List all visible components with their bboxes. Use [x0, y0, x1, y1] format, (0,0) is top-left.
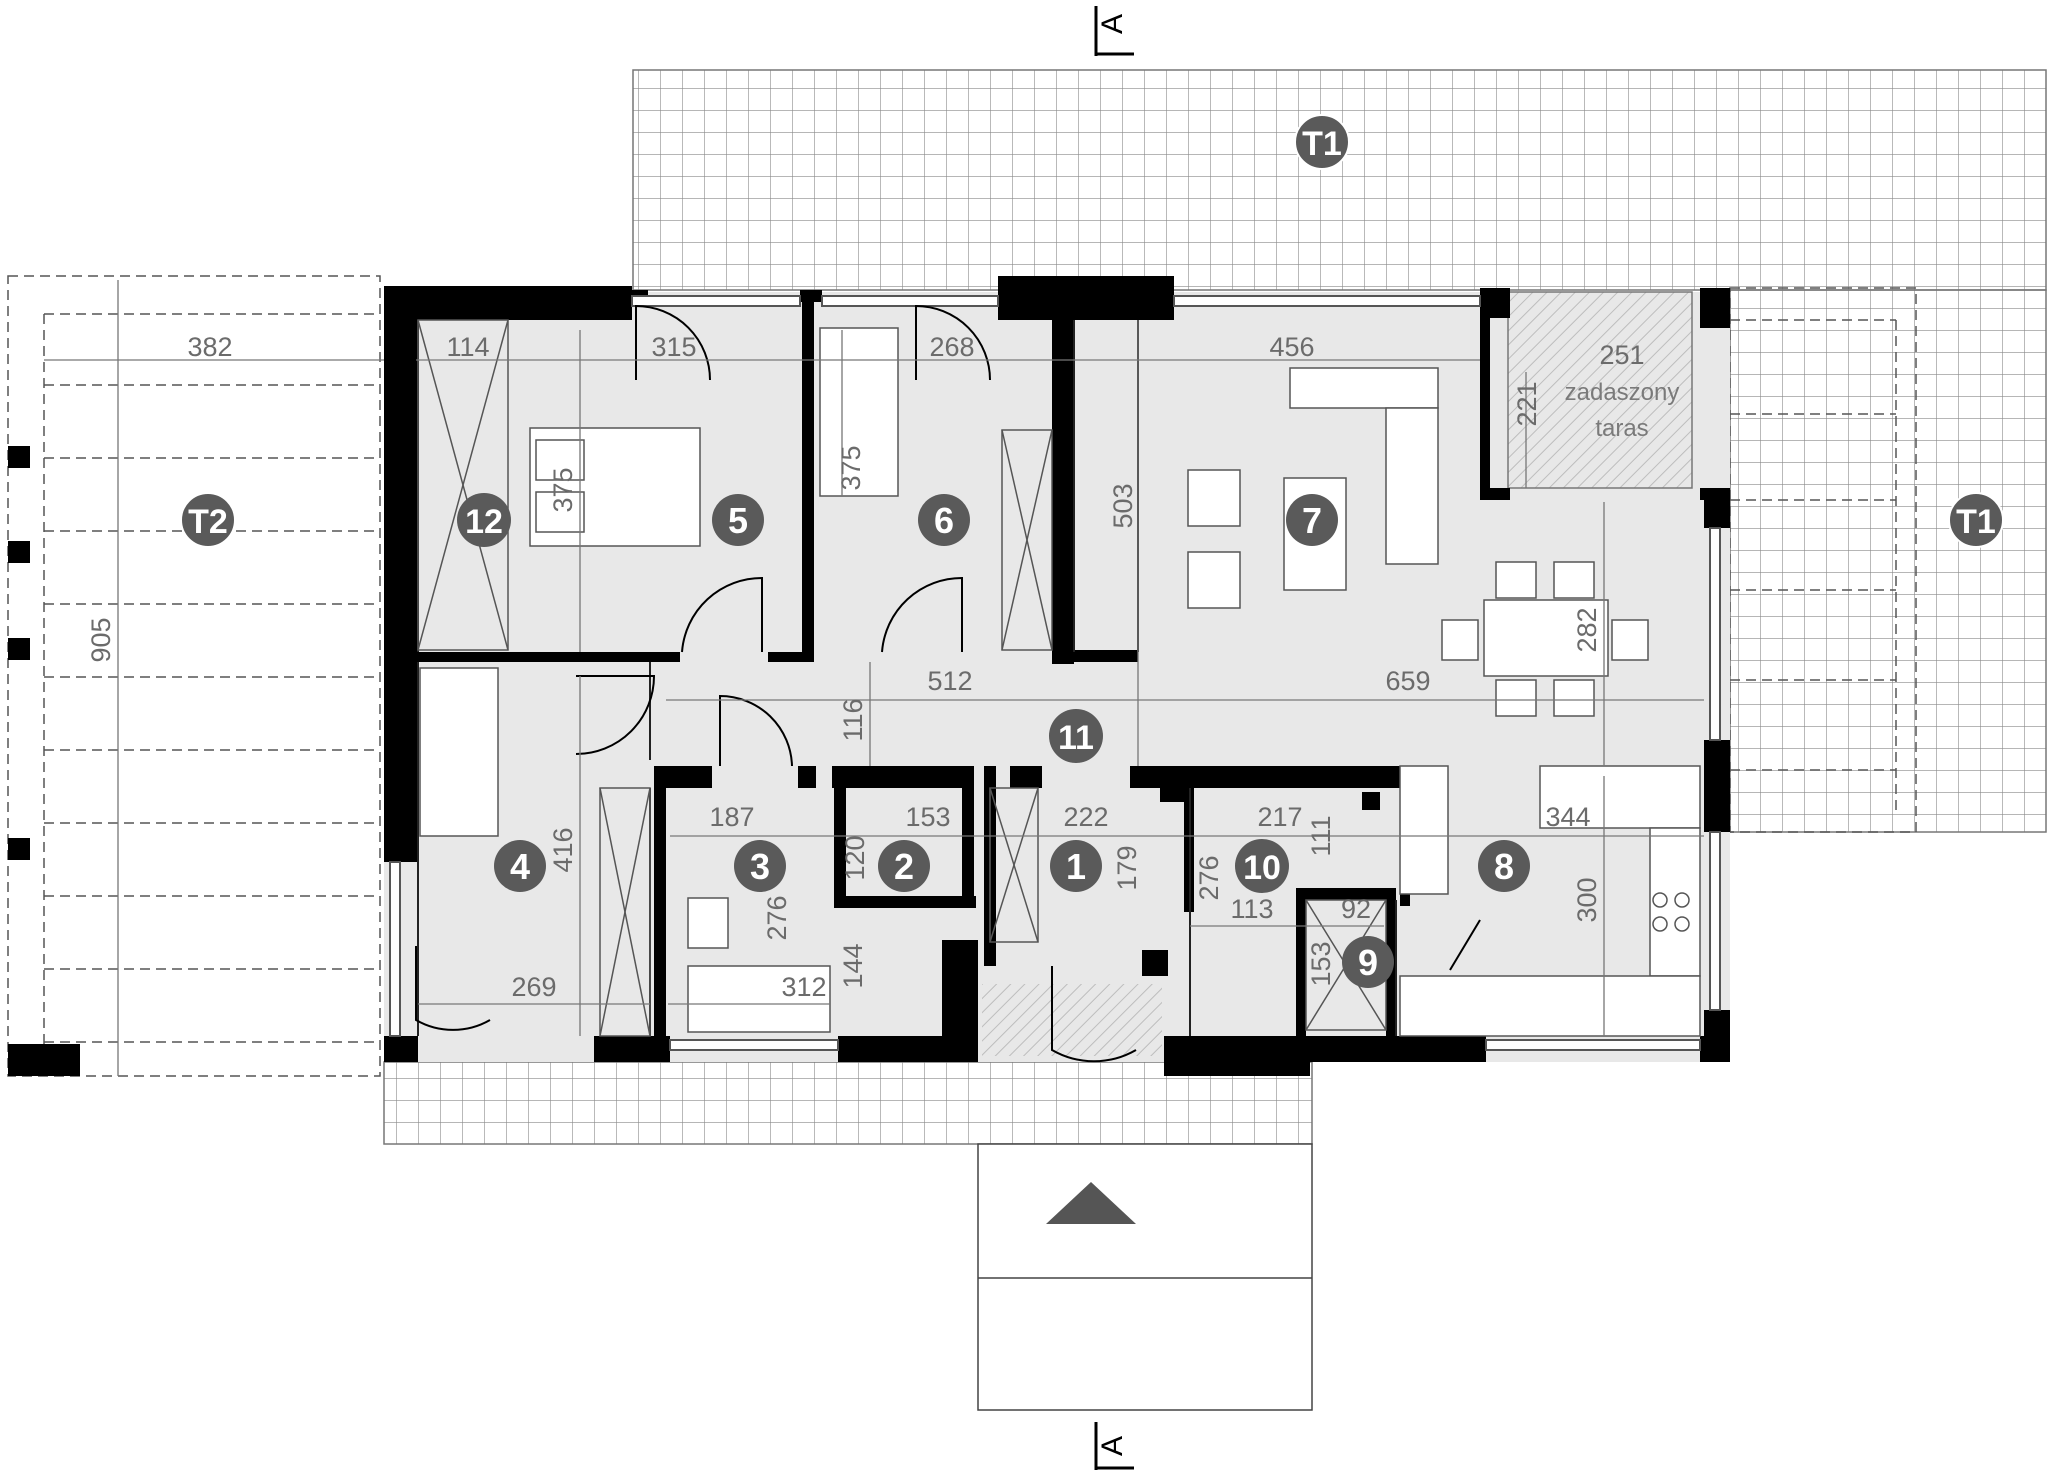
furniture — [419, 327, 1701, 1037]
entrance-arrow-icon — [1046, 1182, 1136, 1224]
room-badge-1: 1 — [1050, 840, 1102, 892]
terrace-south-entrance-area — [383, 1061, 1313, 1145]
svg-text:2: 2 — [894, 846, 914, 887]
room-badge-6: 6 — [918, 494, 970, 546]
dim-187: 187 — [709, 802, 754, 832]
armchair-2 — [1187, 551, 1241, 609]
room-badge-11: 11 — [1049, 709, 1103, 763]
dim-153-a: 153 — [905, 802, 950, 832]
svg-text:12: 12 — [465, 503, 503, 541]
dim-375-b: 375 — [836, 445, 866, 490]
dim-114: 114 — [446, 332, 489, 362]
stove — [1652, 892, 1690, 932]
svg-text:6: 6 — [934, 500, 954, 541]
room-badge-12: 12 — [457, 493, 511, 547]
dim-382: 382 — [187, 332, 232, 362]
dim-113: 113 — [1230, 894, 1273, 924]
dim-282: 282 — [1572, 607, 1602, 652]
armchair-1 — [1187, 469, 1241, 527]
dim-276-a: 276 — [1194, 855, 1224, 900]
svg-text:7: 7 — [1302, 500, 1322, 541]
svg-text:T1: T1 — [1956, 503, 1996, 541]
svg-text:T2: T2 — [188, 503, 228, 541]
dim-268: 268 — [929, 332, 974, 362]
walls — [384, 276, 1730, 1076]
svg-text:10: 10 — [1243, 849, 1281, 887]
section-mark-top: A — [1094, 6, 1134, 56]
section-mark-bottom: A — [1094, 1422, 1134, 1470]
bed-room-4 — [419, 667, 499, 837]
svg-text:4: 4 — [510, 846, 530, 887]
svg-text:11: 11 — [1058, 719, 1094, 757]
kitchen-counter — [1539, 765, 1701, 829]
dim-92: 92 — [1341, 894, 1371, 924]
dim-905: 905 — [86, 617, 116, 662]
roof-outline-west — [7, 275, 381, 1077]
dimension-labels: 382 114 315 268 456 251 221 905 375 375 … — [86, 332, 1645, 1002]
sofa — [1289, 367, 1439, 409]
terrace-t1-north-area — [632, 69, 2047, 291]
room-badge-5: 5 — [712, 494, 764, 546]
dim-503: 503 — [1108, 483, 1138, 528]
dim-312: 312 — [781, 972, 826, 1002]
room-badge-8: 8 — [1478, 840, 1530, 892]
dim-116: 116 — [838, 698, 868, 741]
bed-room-6 — [819, 327, 899, 497]
covered-terrace-label-2: taras — [1595, 415, 1648, 442]
dim-251: 251 — [1599, 340, 1644, 370]
dim-375-a: 375 — [548, 467, 578, 512]
terrace-east-posts — [1730, 319, 1897, 810]
svg-text:1: 1 — [1066, 846, 1086, 887]
terrace-t2-boards — [43, 313, 380, 1076]
dim-217: 217 — [1257, 802, 1302, 832]
svg-text:A: A — [1096, 14, 1129, 34]
entrance-path — [977, 1143, 1313, 1411]
dim-659: 659 — [1385, 666, 1430, 696]
dim-144: 144 — [838, 943, 868, 988]
dim-221: 221 — [1512, 381, 1542, 426]
dim-153-b: 153 — [1306, 941, 1336, 986]
entrance-hatch — [982, 984, 1162, 1056]
svg-text:A: A — [1096, 1436, 1129, 1456]
windows — [389, 295, 1721, 1051]
dimension-lines — [44, 280, 1704, 1076]
doors — [415, 304, 1481, 1063]
dim-179: 179 — [1112, 845, 1142, 890]
dim-120: 120 — [840, 835, 870, 880]
room-badge-2: 2 — [878, 840, 930, 892]
terrace-west-posts — [8, 446, 80, 1076]
room-badge-3: 3 — [734, 840, 786, 892]
dim-315: 315 — [651, 332, 696, 362]
toilet — [687, 897, 729, 949]
dining-table — [1483, 599, 1609, 677]
room-badge-4: 4 — [494, 840, 546, 892]
bathtub — [687, 965, 831, 1033]
terrace-badge-t2-west: T2 — [180, 492, 236, 548]
room-badge-7: 7 — [1286, 494, 1338, 546]
dim-416: 416 — [548, 827, 578, 872]
dim-111: 111 — [1306, 815, 1336, 856]
dim-276-b: 276 — [762, 895, 792, 940]
kitchen-island — [1399, 765, 1449, 895]
svg-text:T1: T1 — [1302, 125, 1342, 163]
terrace-badge-t1-north: T1 — [1294, 114, 1350, 170]
dim-222: 222 — [1063, 802, 1108, 832]
covered-terrace-label-1: zadaszony — [1565, 379, 1680, 406]
room-badge-9: 9 — [1342, 936, 1394, 988]
dim-344: 344 — [1545, 802, 1590, 832]
dim-456: 456 — [1269, 332, 1314, 362]
svg-text:3: 3 — [750, 846, 770, 887]
terrace-t1-east-area — [1729, 289, 2047, 833]
dim-300: 300 — [1572, 877, 1602, 922]
dim-269: 269 — [511, 972, 556, 1002]
svg-text:9: 9 — [1358, 942, 1378, 983]
svg-text:8: 8 — [1494, 846, 1514, 887]
svg-text:5: 5 — [728, 500, 748, 541]
room-badge-10: 10 — [1235, 839, 1289, 893]
dim-512: 512 — [927, 666, 972, 696]
covered-terrace-hatch — [1507, 291, 1693, 489]
terrace-badge-t1-east: T1 — [1948, 492, 2004, 548]
